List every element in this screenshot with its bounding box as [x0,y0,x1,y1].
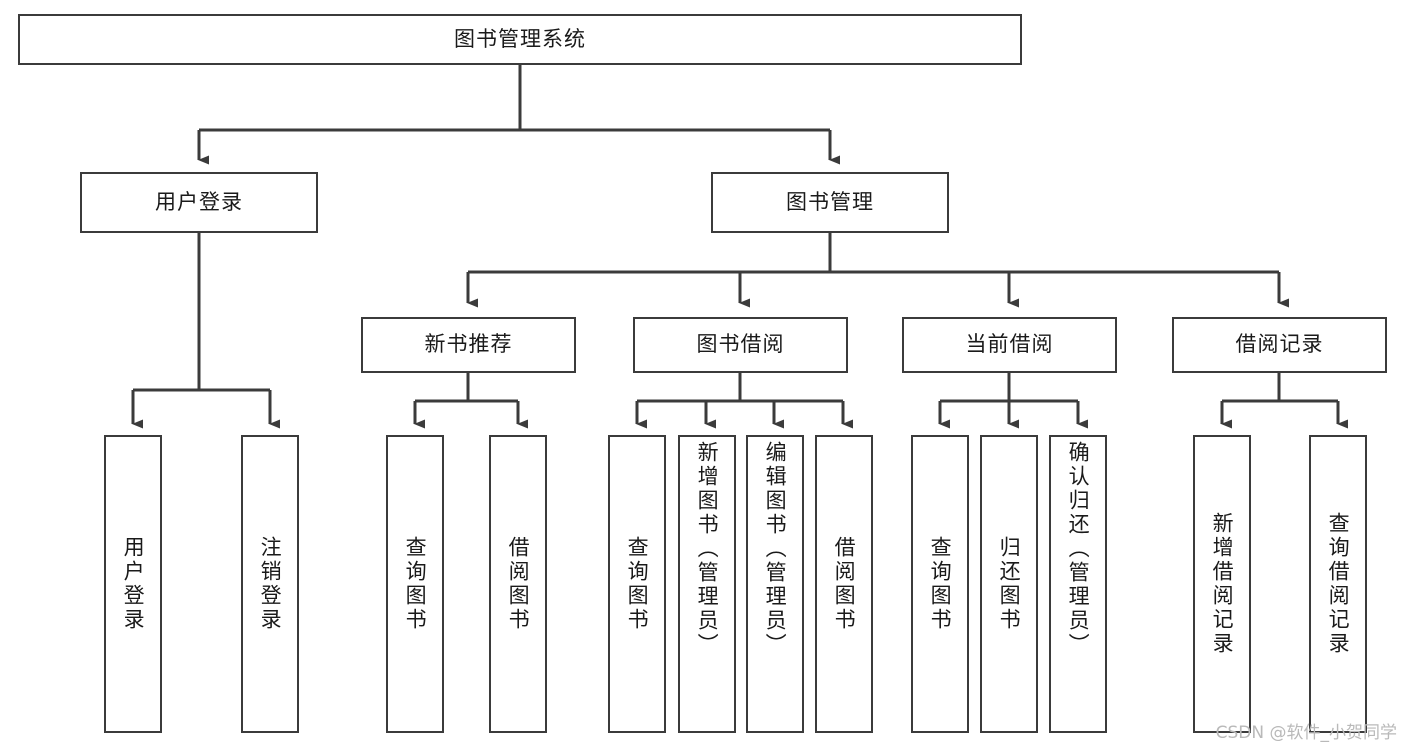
node-new-book-recommend[interactable]: 新书推荐 [361,317,576,373]
node-book-manage[interactable]: 图书管理 [711,172,949,233]
leaf-return-book-label: 归还图书 [997,536,1022,632]
node-current-borrow-label: 当前借阅 [965,332,1054,357]
node-root-label: 图书管理系统 [454,26,586,51]
leaf-edit-book-admin-label: 编辑图书（管理员） [763,441,788,657]
node-borrow-record[interactable]: 借阅记录 [1172,317,1387,373]
leaf-query-book-borrow[interactable]: 查询图书 [608,435,666,733]
node-borrow-record-label: 借阅记录 [1235,332,1324,357]
leaf-user-login-label: 用户登录 [121,536,146,632]
node-book-borrow[interactable]: 图书借阅 [633,317,848,373]
leaf-add-borrow-record[interactable]: 新增借阅记录 [1193,435,1251,733]
leaf-confirm-return-admin-label: 确认归还（管理员） [1066,441,1091,657]
leaf-query-borrow-record[interactable]: 查询借阅记录 [1309,435,1367,733]
leaf-user-login[interactable]: 用户登录 [104,435,162,733]
leaf-logout-label: 注销登录 [258,536,283,632]
leaf-query-book-borrow-label: 查询图书 [625,536,650,632]
leaf-borrow-book-newbook-label: 借阅图书 [506,536,531,632]
leaf-query-book-newbook[interactable]: 查询图书 [386,435,444,733]
leaf-logout[interactable]: 注销登录 [241,435,299,733]
node-book-manage-label: 图书管理 [786,189,874,214]
leaf-add-borrow-record-label: 新增借阅记录 [1210,512,1235,656]
leaf-query-book-current[interactable]: 查询图书 [911,435,969,733]
watermark-text: CSDN @软件_小贺同学 [1215,723,1397,743]
leaf-borrow-book-borrow-label: 借阅图书 [832,536,857,632]
leaf-query-book-current-label: 查询图书 [928,536,953,632]
leaf-return-book[interactable]: 归还图书 [980,435,1038,733]
node-new-book-recommend-label: 新书推荐 [424,332,513,357]
leaf-confirm-return-admin[interactable]: 确认归还（管理员） [1049,435,1107,733]
leaf-borrow-book-borrow[interactable]: 借阅图书 [815,435,873,733]
node-user-login[interactable]: 用户登录 [80,172,318,233]
leaf-query-book-newbook-label: 查询图书 [403,536,428,632]
node-book-borrow-label: 图书借阅 [696,332,785,357]
node-current-borrow[interactable]: 当前借阅 [902,317,1117,373]
leaf-borrow-book-newbook[interactable]: 借阅图书 [489,435,547,733]
leaf-add-book-admin-label: 新增图书（管理员） [695,441,720,657]
leaf-add-book-admin[interactable]: 新增图书（管理员） [678,435,736,733]
node-user-login-label: 用户登录 [155,189,243,214]
leaf-query-borrow-record-label: 查询借阅记录 [1326,512,1351,656]
node-root[interactable]: 图书管理系统 [18,14,1022,65]
leaf-edit-book-admin[interactable]: 编辑图书（管理员） [746,435,804,733]
